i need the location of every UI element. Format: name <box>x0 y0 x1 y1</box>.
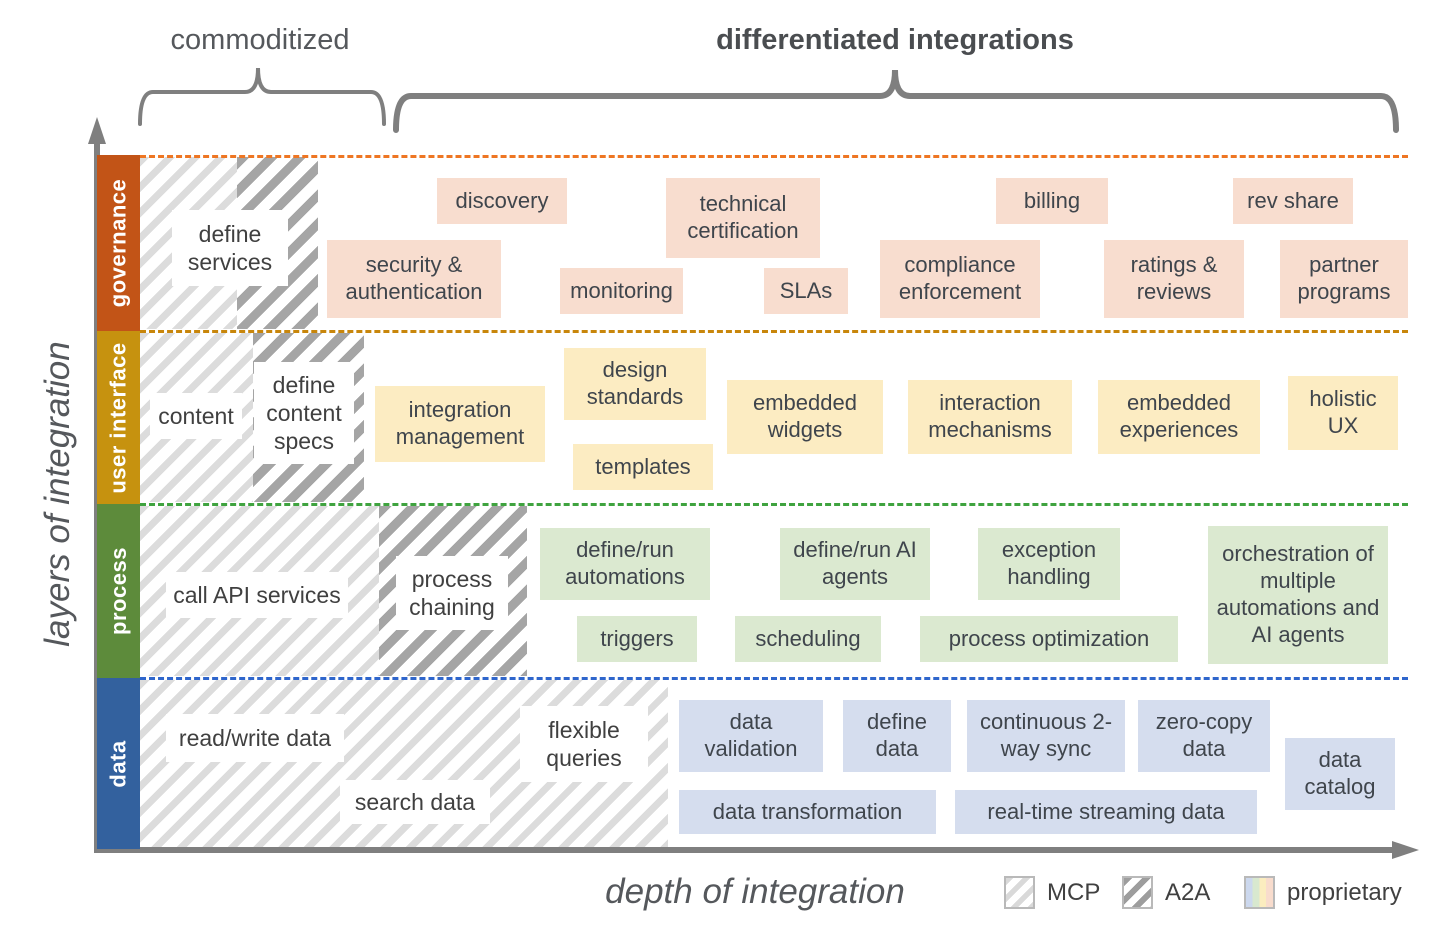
box-monitoring: monitoring <box>560 268 683 314</box>
box-define-run-ai-agents: define/run AI agents <box>780 528 930 600</box>
legend-item-proprietary: proprietary <box>1244 876 1402 909</box>
box-rev-share: rev share <box>1233 178 1353 224</box>
box-technical-certification: technical certification <box>666 178 820 258</box>
commoditized-label: commoditized <box>170 24 350 56</box>
process-data-dashed-line <box>140 677 1408 680</box>
hatch-label-call-api-services: call API services <box>166 572 348 618</box>
box-embedded-experiences: embedded experiences <box>1098 380 1260 454</box>
a2a-hatch-swatch-icon <box>1122 876 1153 909</box>
commoditized-brace <box>138 67 386 126</box>
box-define-data: define data <box>843 700 951 772</box>
row-label-governance: governance <box>97 155 140 331</box>
differentiated-integrations-label: differentiated integrations <box>716 24 1074 56</box>
box-holistic-ux: holistic UX <box>1288 376 1398 450</box>
row-label-data: data <box>97 678 140 849</box>
hatch-label-flexible-queries: flexible queries <box>520 706 648 782</box>
hatch-label-process-chaining: process chaining <box>396 556 508 630</box>
box-partner-programs: partner programs <box>1280 240 1408 318</box>
box-real-time-streaming-data: real-time streaming data <box>955 790 1257 834</box>
box-process-optimization: process optimization <box>920 616 1178 662</box>
ui-process-dashed-line <box>140 503 1408 506</box>
box-continuous-2way-sync: continuous 2-way sync <box>967 700 1125 772</box>
box-compliance-enforcement: compliance enforcement <box>880 240 1040 318</box>
y-axis-label: layers of integration <box>38 341 77 647</box>
hatch-label-search-data: search data <box>340 780 490 824</box>
legend-label-proprietary: proprietary <box>1287 878 1402 906</box>
proprietary-swatch-icon <box>1244 876 1275 909</box>
box-zero-copy-data: zero-copy data <box>1138 700 1270 772</box>
row-label-user-interface: user interface <box>97 331 140 504</box>
box-interaction-mechanisms: interaction mechanisms <box>908 380 1072 454</box>
legend-label-a2a: A2A <box>1165 878 1211 906</box>
box-define-run-automations: define/run automations <box>540 528 710 600</box>
x-axis-label: depth of integration <box>605 872 905 911</box>
box-triggers: triggers <box>577 616 697 662</box>
box-data-transformation: data transformation <box>679 790 936 834</box>
box-orchestration: orchestration of multiple automations an… <box>1208 526 1388 664</box>
box-ratings-reviews: ratings & reviews <box>1104 240 1244 318</box>
box-billing: billing <box>996 178 1108 224</box>
differentiated-brace <box>393 69 1399 133</box>
box-data-catalog: data catalog <box>1285 738 1395 810</box>
box-security-authentication: security & authentication <box>327 240 501 318</box>
legend-label-mcp: MCP <box>1047 878 1101 906</box>
hatch-label-define-content-specs: define content specs <box>254 362 354 464</box>
box-data-validation: data validation <box>679 700 823 772</box>
hatch-label-define-services: define services <box>172 210 288 286</box>
box-design-standards: design standards <box>564 348 706 420</box>
box-embedded-widgets: embedded widgets <box>727 380 883 454</box>
hatch-label-read-write-data: read/write data <box>166 714 344 762</box>
box-integration-management: integration management <box>375 386 545 462</box>
box-exception-handling: exception handling <box>978 528 1120 600</box>
governance-ui-dashed-line <box>140 330 1408 333</box>
legend-item-mcp: MCP <box>1004 876 1100 909</box>
mcp-hatch-swatch-icon <box>1004 876 1035 909</box>
box-templates: templates <box>573 444 713 490</box>
legend-item-a2a: A2A <box>1122 876 1210 909</box>
hatch-label-content: content <box>150 393 242 439</box>
box-discovery: discovery <box>437 178 567 224</box>
box-slas: SLAs <box>764 268 848 314</box>
row-label-process: process <box>97 504 140 678</box>
box-scheduling: scheduling <box>735 616 881 662</box>
governance-top-dashed-line <box>140 155 1408 158</box>
